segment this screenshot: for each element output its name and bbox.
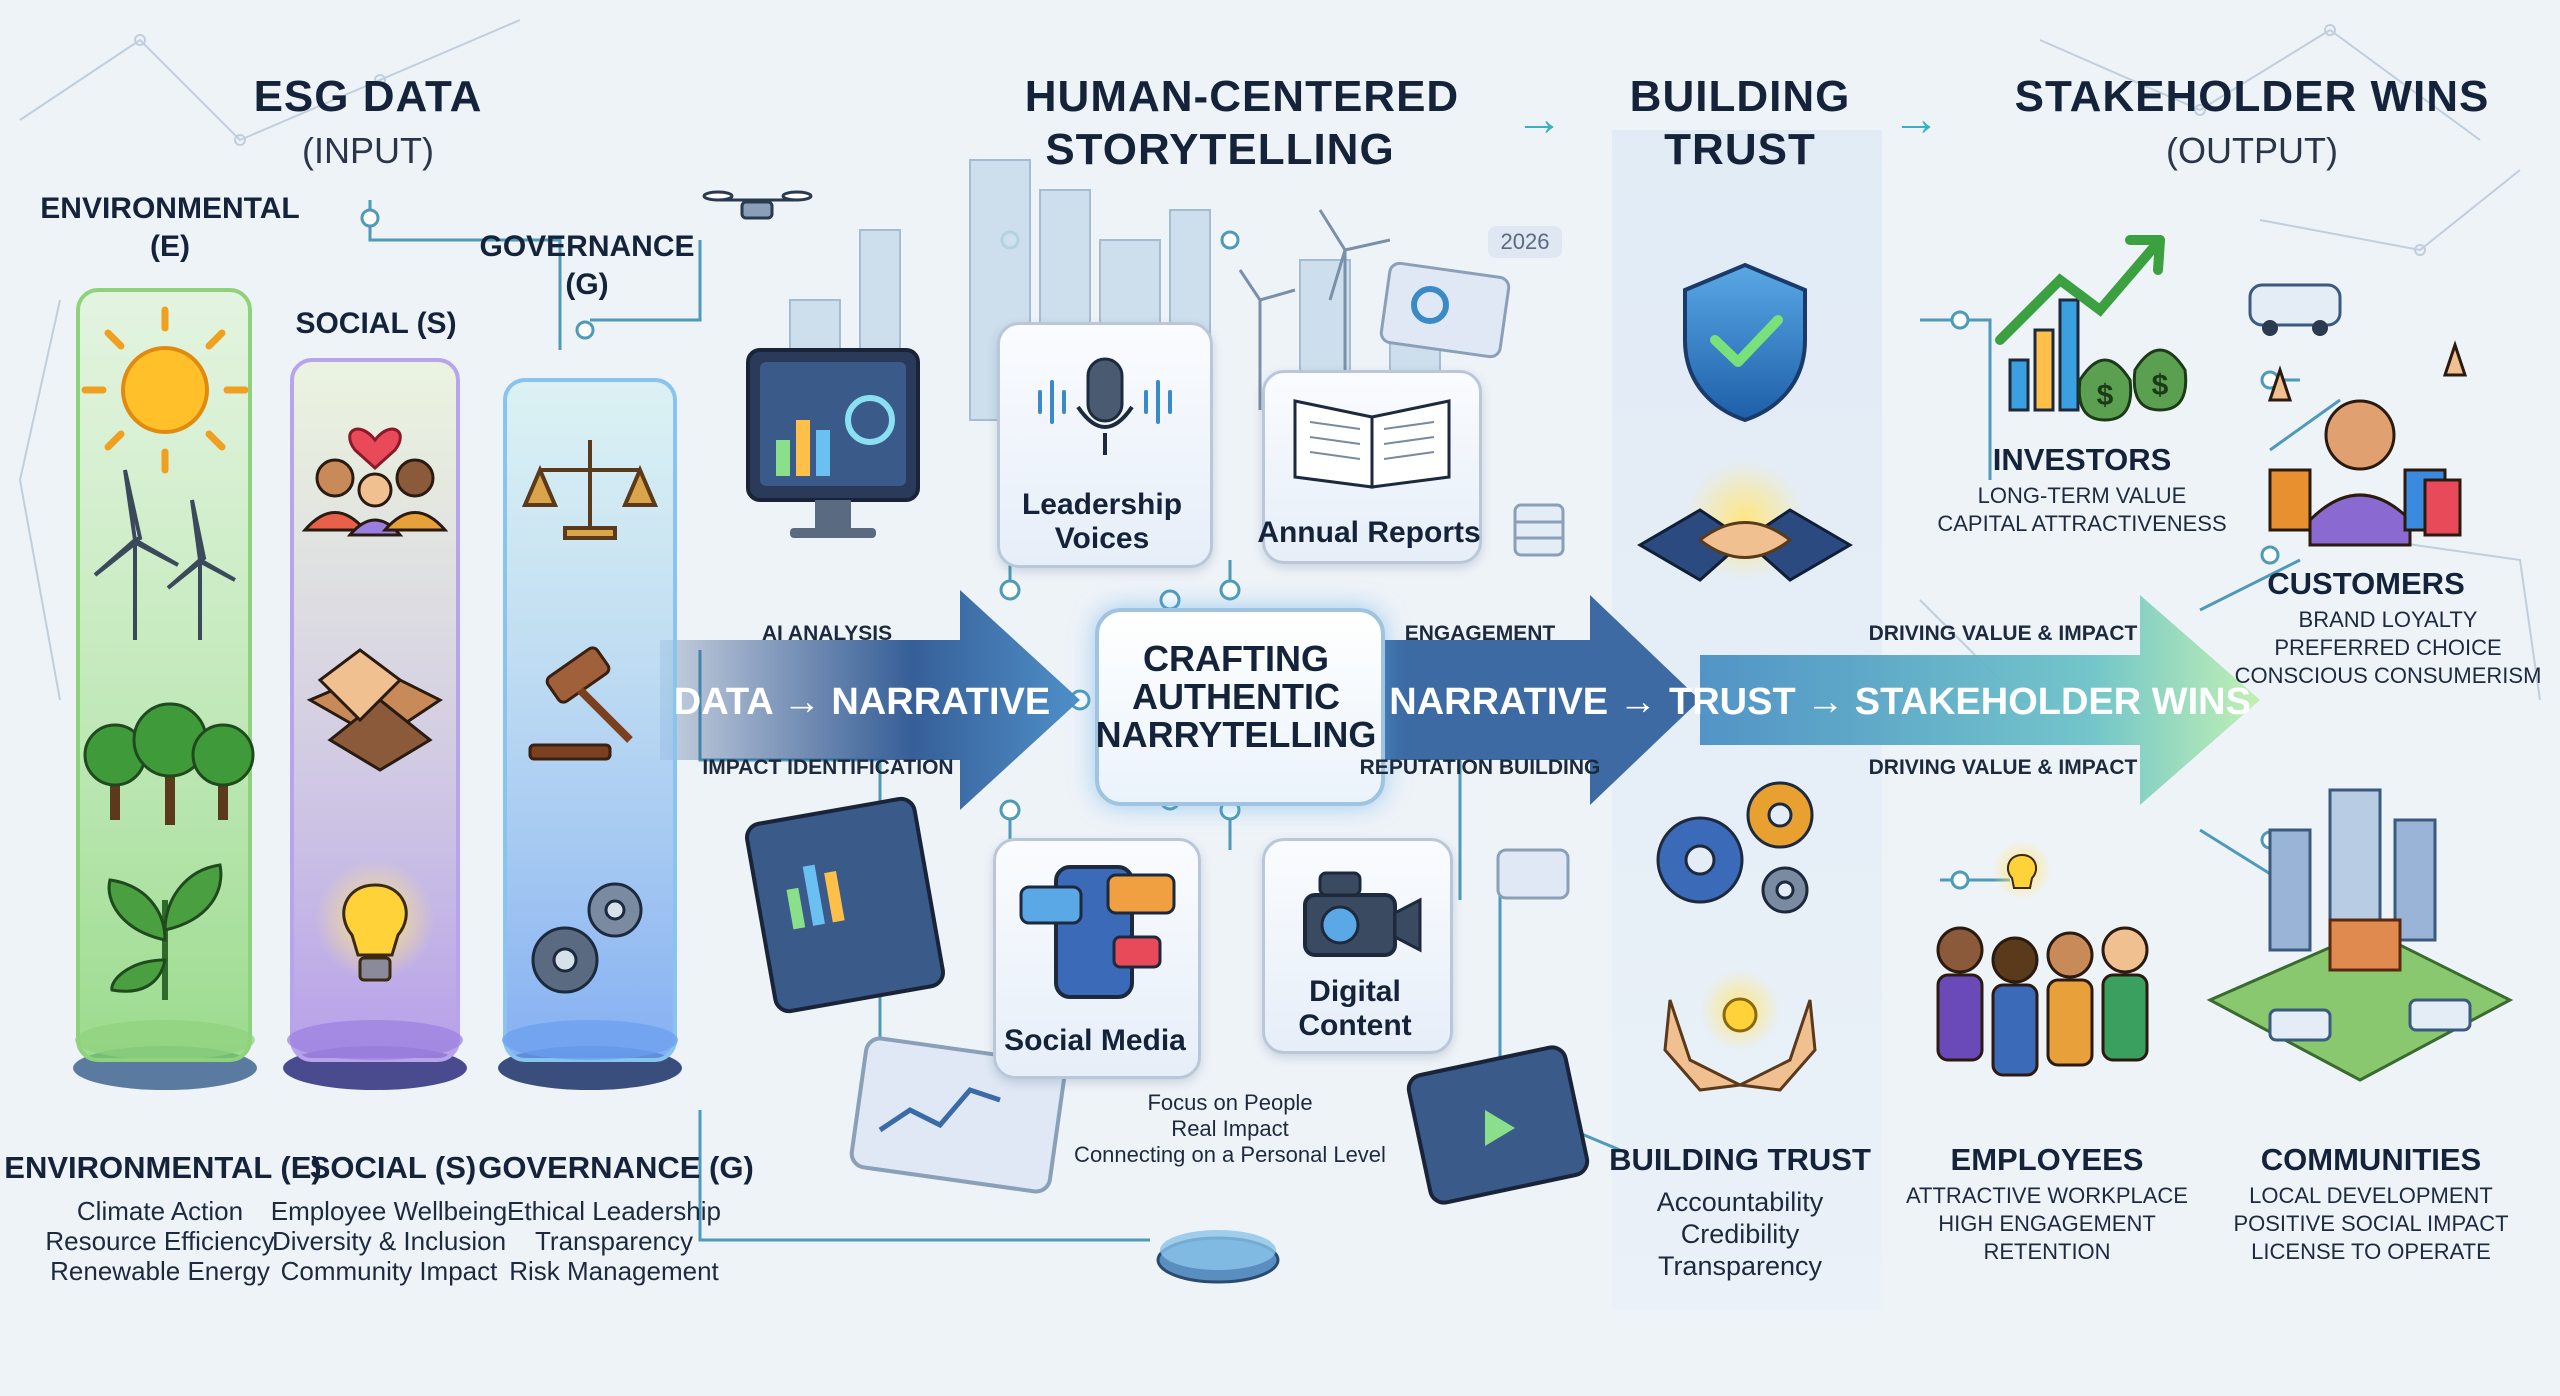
hands-bulb-icon (1663, 970, 1817, 1092)
video-tablet-icon (1406, 1045, 1590, 1205)
env-top-label: ENVIRONMENTAL(E) (40, 192, 300, 263)
stakeholder-wins-subtitle: (OUTPUT) (2166, 130, 2338, 171)
arrow-trust-wins (1700, 595, 2260, 805)
smartphone-chat-icon (1019, 865, 1176, 999)
header-arrow-1: → (1515, 93, 1563, 146)
trust-title-line1: BUILDING (1629, 72, 1851, 121)
arrow3-top-label: DRIVING VALUE & IMPACT (1868, 622, 2138, 645)
storytelling-title-line1: HUMAN-CENTERED (1024, 72, 1460, 121)
van-icon (2248, 283, 2342, 336)
database-icon (1513, 503, 1565, 557)
svg-text:$: $ (2152, 369, 2169, 402)
annual-reports-card (1262, 370, 1482, 564)
year-badge (1488, 226, 1562, 258)
arrow1-top-label: AI ANALYSIS (761, 622, 893, 645)
env-bottom-label: ENVIRONMENTAL (E) (4, 1150, 322, 1185)
small-screen-icon (1379, 261, 1511, 359)
trust-gears-icon (1656, 781, 1814, 914)
handshake-mini-icon (1496, 848, 1570, 900)
arrow-narrative-trust-shape (1360, 595, 1700, 805)
arrow2-main-label: NARRATIVE → (1389, 681, 1657, 723)
social-top-label: SOCIAL (S) (295, 307, 457, 340)
open-book-icon (1293, 399, 1451, 489)
drone-icon (702, 190, 813, 220)
handshake-icon (1637, 460, 1853, 582)
customer-shopping-icon (2267, 340, 2468, 547)
employees-group-icon (1936, 840, 2149, 1077)
arrow1-main-label: DATA → NARRATIVE (673, 681, 1051, 723)
social-bottom-label: SOCIAL (S) (309, 1150, 477, 1185)
digital-content-card (1262, 838, 1453, 1054)
crafting-narrative-card (1095, 608, 1385, 806)
storytelling-title-line2: STORYTELLING (1045, 125, 1395, 174)
arrow2-top-label: ENGAGEMENT (1404, 622, 1556, 645)
leadership-voices-card (997, 322, 1213, 568)
shield-check-icon (1683, 262, 1807, 423)
employees-title: EMPLOYEES (1950, 1142, 2144, 1177)
gov-bottom-label: GOVERNANCE (G) (478, 1150, 754, 1185)
joined-hands-icon (306, 648, 443, 772)
social-media-card (993, 838, 1201, 1079)
arrow3-main-label: TRUST → STAKEHOLDER WINS (1669, 681, 2251, 723)
header-arrow-2: → (1892, 93, 1940, 146)
social-media-label: Social Media (1004, 1024, 1186, 1057)
communities-title: COMMUNITIES (2260, 1142, 2482, 1177)
sun-icon (81, 306, 249, 474)
seedling-icon (107, 863, 223, 1000)
customers-title: CUSTOMERS (2267, 566, 2465, 601)
investors-title: INVESTORS (1992, 442, 2172, 477)
people-heart-icon (301, 427, 449, 537)
year-badge-label: 2026 (1500, 229, 1550, 254)
dashboard-tablet-icon (745, 796, 945, 1014)
analytics-monitor-icon (746, 348, 920, 538)
arrow1-bottom-label: IMPACT IDENTIFICATION (702, 756, 954, 779)
gov-top-label: GOVERNANCE(G) (479, 230, 695, 301)
building-trust-label: BUILDING TRUST (1609, 1142, 1871, 1177)
trust-title-line2: TRUST (1664, 125, 1816, 174)
arrow3-bottom-label: DRIVING VALUE & IMPACT (1868, 756, 2138, 779)
esg-data-subtitle: (INPUT) (302, 130, 434, 171)
esg-data-title: ESG DATA (253, 72, 483, 121)
arrow2-bottom-label: REPUTATION BUILDING (1359, 756, 1601, 779)
scales-icon (521, 440, 659, 540)
gavel-icon (528, 646, 633, 761)
annual-reports-label: Annual Reports (1257, 516, 1481, 549)
community-town-icon (2206, 788, 2514, 1082)
network-pad-icon (1156, 1230, 1280, 1284)
gears-icon (531, 882, 643, 994)
svg-text:$: $ (2097, 379, 2114, 412)
trees-icon (83, 702, 255, 825)
stakeholder-wins-title: STAKEHOLDER WINS (2014, 72, 2490, 121)
arrow-data-narrative (660, 590, 1080, 810)
wind-turbine-icon (93, 469, 236, 640)
lightbulb-icon (315, 860, 435, 982)
investors-growth-icon: $ $ (1995, 235, 2188, 422)
microphone-icon (1038, 357, 1172, 455)
video-camera-icon (1303, 871, 1422, 957)
